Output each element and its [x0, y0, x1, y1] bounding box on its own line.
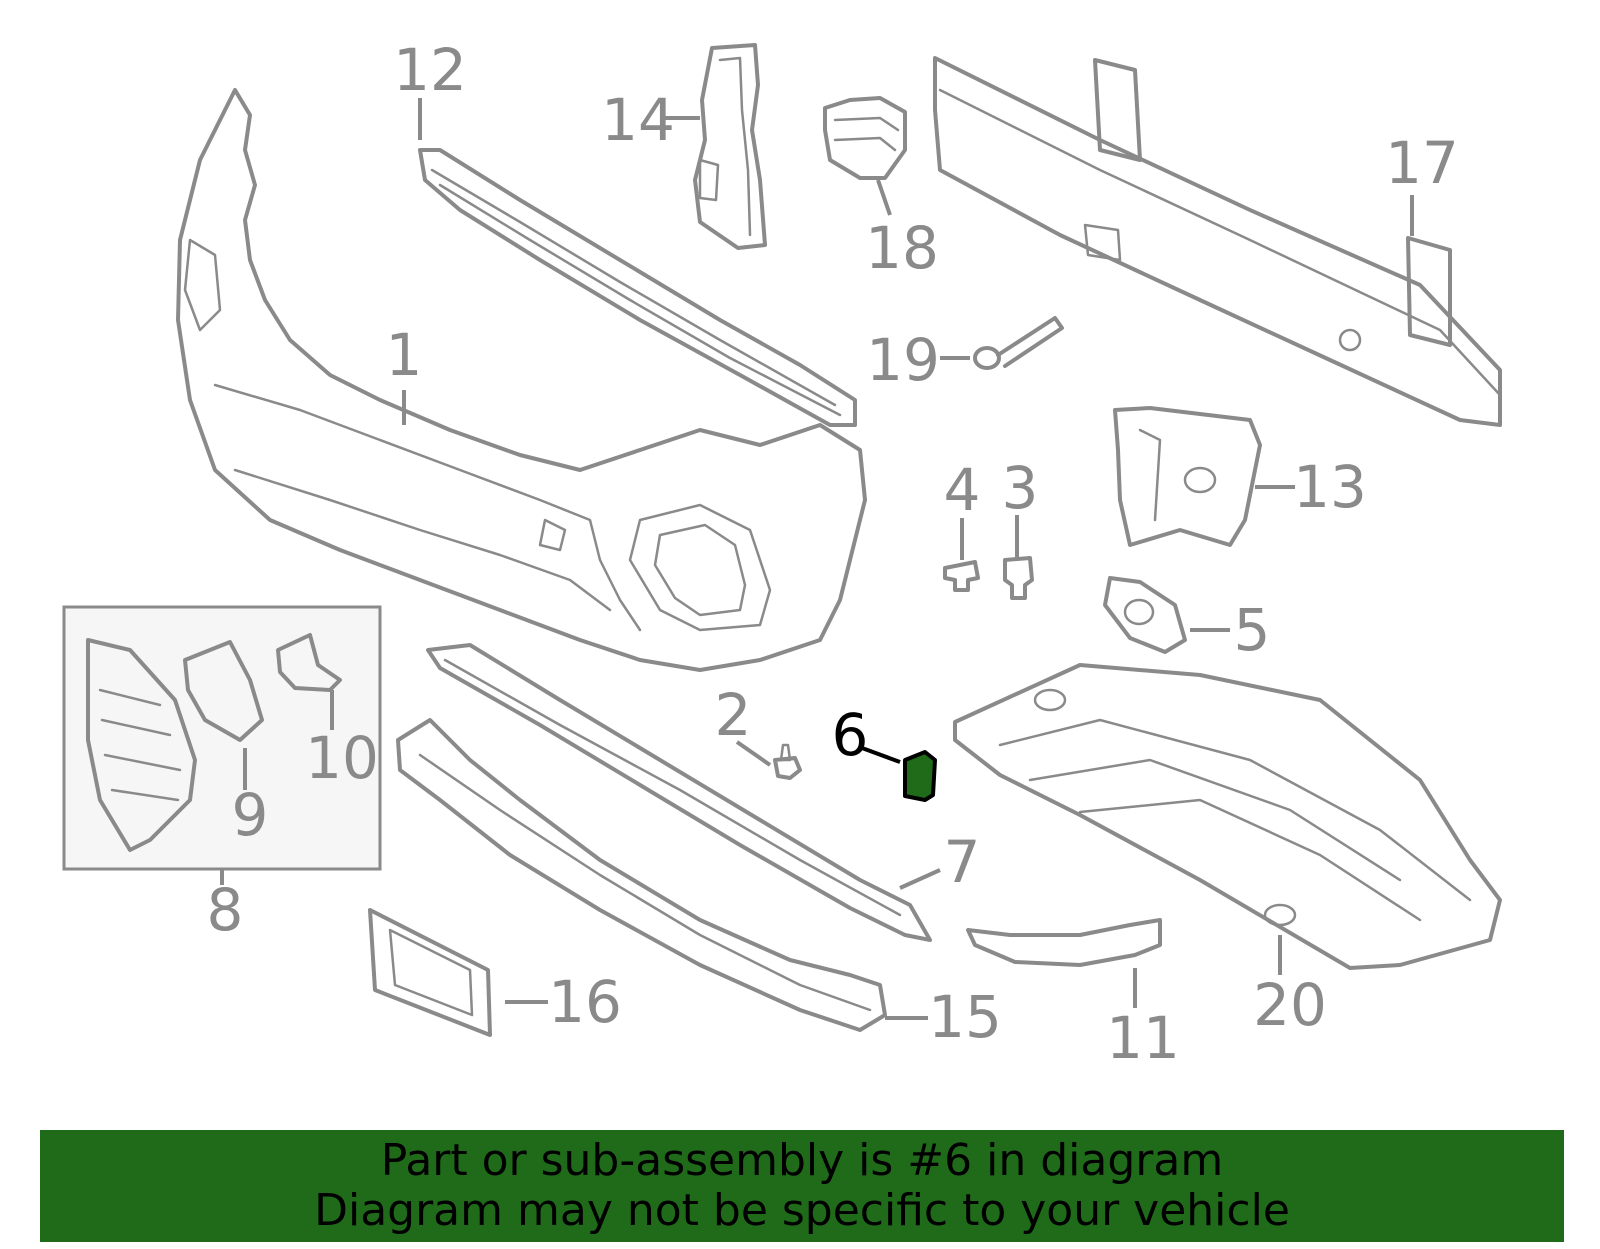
- part-16-plate-bracket: [368, 908, 492, 1037]
- callout-12: 12: [393, 36, 467, 104]
- part-7-lower-strip: [426, 643, 932, 942]
- part-2-push-pin: [773, 743, 802, 780]
- part-18-module: [823, 96, 907, 180]
- callout-20: 20: [1253, 971, 1327, 1039]
- leader-7: [899, 868, 941, 890]
- callout-2: 2: [715, 681, 752, 749]
- part-5-lamp: [1103, 576, 1187, 654]
- callout-1: 1: [386, 321, 423, 389]
- part-3-fastener: [1003, 556, 1034, 600]
- callout-9: 9: [232, 781, 269, 849]
- callout-8: 8: [207, 876, 244, 944]
- callout-3: 3: [1002, 454, 1039, 522]
- part-6-highlighted-cap: [903, 750, 937, 802]
- leader-2: [735, 740, 772, 767]
- callout-13: 13: [1293, 453, 1367, 521]
- banner-line-1: Part or sub-assembly is #6 in diagram: [380, 1135, 1224, 1186]
- part-19-tow-hook: [973, 316, 1064, 370]
- info-banner: Part or sub-assembly is #6 in diagram Di…: [40, 1130, 1564, 1242]
- banner-line-2: Diagram may not be specific to your vehi…: [314, 1185, 1290, 1236]
- part-1-bumper-cover: [176, 88, 867, 672]
- callout-5: 5: [1234, 596, 1271, 664]
- callout-11: 11: [1106, 1004, 1180, 1072]
- part-4-clip: [943, 560, 980, 592]
- callout-10: 10: [305, 724, 379, 792]
- part-14-bracket: [693, 43, 767, 250]
- leader-6: [861, 746, 901, 764]
- callout-14: 14: [601, 86, 675, 154]
- callout-17: 17: [1385, 129, 1459, 197]
- part-13-bracket: [1113, 406, 1262, 547]
- callout-15: 15: [928, 983, 1002, 1051]
- leader-18: [876, 179, 892, 216]
- part-11-trim: [966, 918, 1162, 967]
- callout-labels: 1 2 3 4 5 6 7 8 9 10 11 12 13 14 15 16 1…: [207, 36, 1459, 1072]
- callout-7: 7: [944, 828, 981, 896]
- leader-lines: [220, 98, 1414, 1020]
- callout-18: 18: [865, 214, 939, 282]
- part-8-assembly-box: [62, 605, 382, 871]
- part-15-lower-bracket: [396, 718, 887, 1032]
- callout-4: 4: [944, 456, 981, 524]
- part-12-grille-strip: [418, 148, 857, 427]
- callout-6: 6: [832, 701, 869, 769]
- part-20-under-cover: [953, 663, 1502, 970]
- callout-16: 16: [548, 968, 622, 1036]
- part-17-reinforcement: [933, 56, 1502, 427]
- callout-19: 19: [866, 326, 940, 394]
